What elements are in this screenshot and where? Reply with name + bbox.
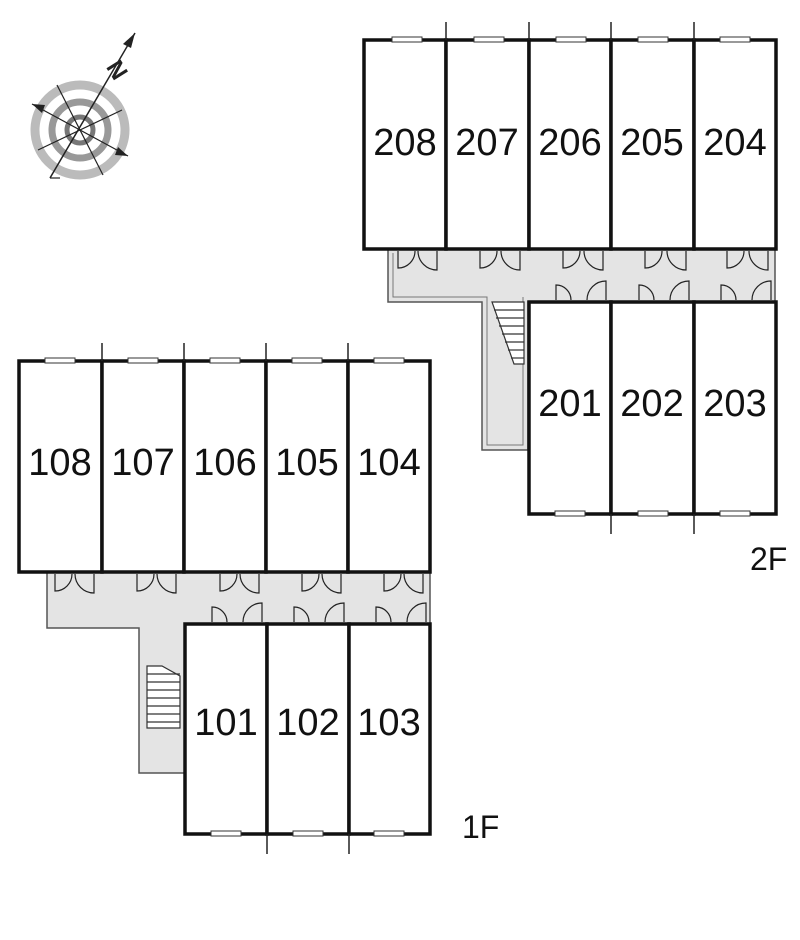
unit-207-label: 207	[455, 122, 518, 164]
floor-1f-label: 1F	[462, 809, 499, 845]
unit-203-room	[692, 300, 778, 516]
unit-206-label: 206	[538, 122, 601, 164]
unit-207-room	[444, 38, 531, 251]
unit-105-room	[264, 359, 350, 574]
unit-201-label: 201	[538, 383, 601, 425]
unit-107-label: 107	[111, 442, 174, 484]
unit-102-label: 102	[276, 702, 339, 744]
unit-106-label: 106	[193, 442, 256, 484]
unit-103-label: 103	[357, 702, 420, 744]
unit-105-label: 105	[275, 442, 338, 484]
unit-208-room	[362, 38, 448, 251]
unit-202-label: 202	[620, 383, 683, 425]
unit-101-label: 101	[194, 702, 257, 744]
unit-102-room	[265, 622, 351, 836]
north-label: N	[101, 56, 133, 85]
unit-101-room	[183, 622, 269, 836]
unit-104-label: 104	[357, 442, 420, 484]
unit-201-room	[527, 300, 613, 516]
unit-205-label: 205	[620, 122, 683, 164]
unit-203-label: 203	[703, 383, 766, 425]
floor-2f-label: 2F	[750, 541, 787, 577]
staircase-2f	[491, 301, 525, 365]
unit-104-room	[346, 359, 432, 574]
unit-204-label: 204	[703, 122, 766, 164]
staircase-1f	[146, 665, 181, 729]
floor-2f-plan: 208 207 206 205 204 201 202 203 2F	[362, 22, 787, 577]
unit-108-label: 108	[28, 442, 91, 484]
unit-208-label: 208	[373, 122, 436, 164]
compass-rose-icon: N	[30, 32, 136, 180]
floor-1f-plan: 108 107 106 105 104 101 102 103 1F	[17, 343, 499, 854]
